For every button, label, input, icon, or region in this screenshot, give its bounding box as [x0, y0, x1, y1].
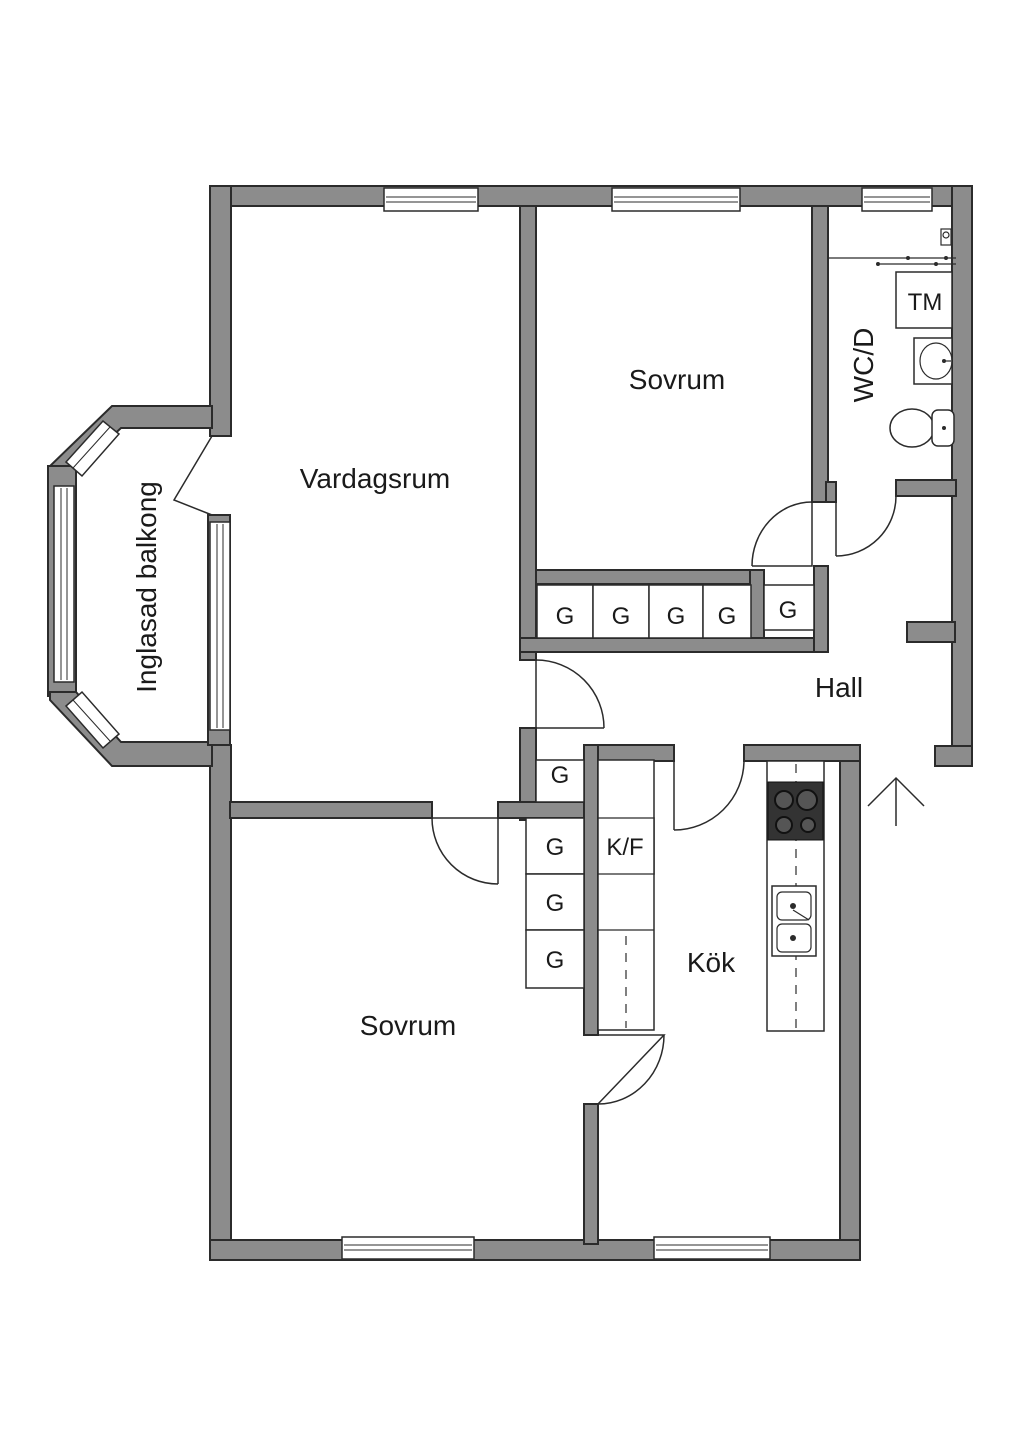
- closet-label-9: G: [546, 947, 565, 974]
- closets: [525, 584, 815, 1031]
- closet-label-5: G: [779, 597, 798, 624]
- closet-label-2: G: [612, 603, 631, 630]
- label-sovrum-top: Sovrum: [629, 364, 725, 395]
- washbasin-icon: [913, 337, 953, 385]
- wall-closet-step: [749, 569, 765, 639]
- kitchen-counter-right: [766, 760, 825, 1032]
- label-vardagsrum: Vardagsrum: [300, 463, 450, 494]
- wall-kitchen-left: [583, 744, 599, 1036]
- window-sovrum-top: [611, 187, 741, 212]
- closet-box-4: [702, 584, 752, 639]
- door-kitchen-sovrum: [597, 1034, 666, 1105]
- label-balcony: Inglasad balkong: [131, 481, 162, 693]
- door-vardagsrum: [535, 659, 605, 729]
- closet-box-1: [536, 584, 594, 639]
- washing-machine-box: [895, 271, 953, 329]
- wall-top: [209, 185, 973, 207]
- kitchen-counter-left: [597, 759, 655, 1031]
- wall-sovrum-hall: [535, 569, 755, 585]
- kitchen-sink-icon: [771, 885, 817, 957]
- closet-label-6: G: [551, 762, 570, 789]
- wall-vardag-bottom: [229, 801, 433, 819]
- label-kf: K/F: [606, 834, 643, 861]
- doors: [172, 435, 897, 1105]
- closet-box-7: [525, 817, 585, 875]
- wall-closet-back: [519, 637, 829, 653]
- shower-tap-icon: [940, 228, 952, 246]
- stove-icon: [767, 781, 824, 841]
- wall-left-upper: [209, 185, 232, 437]
- label-tm: TM: [908, 289, 943, 316]
- door-wc: [835, 495, 897, 557]
- window-balcony-left: [53, 485, 75, 683]
- wall-kitchen-left-lower: [583, 1103, 599, 1245]
- closet-label-3: G: [667, 603, 686, 630]
- wall-vardag-sovrum: [519, 205, 537, 661]
- closet-label-1: G: [556, 603, 575, 630]
- window-balcony-upper-diagonal: [64, 419, 121, 478]
- wc-fixtures: [828, 228, 956, 448]
- closet-box-9: [525, 929, 585, 989]
- label-kok: Kök: [687, 947, 736, 978]
- closet-labels: G G G G G G G G G: [546, 597, 798, 974]
- label-sovrum-bottom: Sovrum: [360, 1010, 456, 1041]
- wall-left-lower: [209, 744, 232, 1261]
- wall-wc-left-lower: [813, 565, 829, 653]
- wall-hall-stub: [906, 621, 956, 643]
- wall-vardag-bottom-right: [497, 801, 585, 819]
- closet-label-7: G: [546, 834, 565, 861]
- closet-box-5: [763, 584, 815, 631]
- wall-right-lower: [839, 745, 861, 1261]
- windows: [53, 187, 933, 1260]
- window-balcony-door: [209, 521, 231, 731]
- closet-label-4: G: [718, 603, 737, 630]
- label-wc: WC/D: [848, 328, 879, 403]
- wall-wc-left-upper: [811, 205, 829, 503]
- wall-hall-bottom: [934, 745, 973, 767]
- room-labels: Sovrum Vardagsrum Hall Sovrum Kök WC/D I…: [131, 289, 942, 1041]
- toilet-icon: [889, 408, 955, 448]
- label-hall: Hall: [815, 672, 863, 703]
- window-wc-top: [861, 187, 933, 212]
- wall-wc-inner: [825, 481, 837, 503]
- wall-hall-kitchen-right: [743, 744, 861, 762]
- window-balcony-lower-diagonal: [64, 690, 121, 750]
- door-sovrum-bottom: [431, 817, 499, 885]
- window-kok-bottom: [653, 1236, 771, 1260]
- door-kitchen-hall: [673, 760, 745, 831]
- closet-label-8: G: [546, 890, 565, 917]
- door-sovrum-top: [751, 501, 813, 567]
- window-sovrum-bottom: [341, 1236, 475, 1260]
- wall-wc-bottom: [895, 479, 957, 497]
- closet-box-6: [535, 759, 585, 803]
- entrance-arrow-icon: [867, 776, 925, 826]
- window-vardagsrum-top: [383, 187, 479, 212]
- door-balcony: [172, 435, 213, 516]
- wall-right-upper: [951, 185, 973, 767]
